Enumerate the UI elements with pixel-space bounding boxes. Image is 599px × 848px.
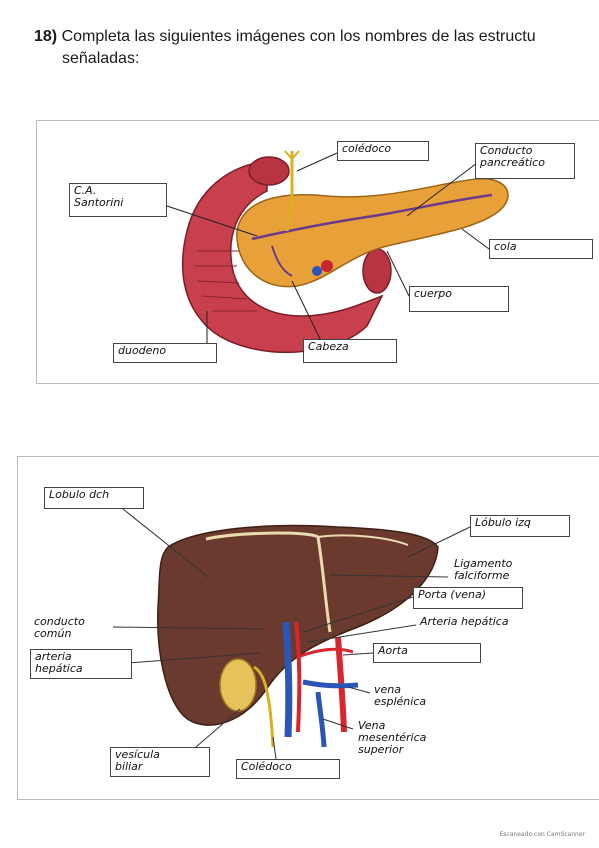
liver-illustration [112,508,471,760]
pancreas-illustration [166,150,509,353]
label-vena-esplenica[interactable]: vena esplénica [374,683,427,708]
label-coledoco[interactable]: colédoco [337,141,429,161]
label-duodeno[interactable]: duodeno [113,343,217,363]
label-ligamento-falciforme[interactable]: Ligamento falciforme [454,557,513,582]
pancreas-pointer-lines [166,152,490,344]
label-cabeza[interactable]: Cabeza [303,339,397,363]
label-cuerpo[interactable]: cuerpo [409,286,509,312]
common-bile-duct [253,665,275,748]
mesenteric-vein [315,691,327,748]
portal-vein [282,621,293,738]
falciform-ligament [205,531,332,633]
label-lobulo-dcho[interactable]: Lobulo dch [44,487,144,509]
label-conducto-comun[interactable]: conducto común [34,615,85,640]
question-text-line2: señaladas: [62,50,140,67]
splenic-vein [302,679,359,689]
label-vena-mesenterica[interactable]: Vena mesentérica superior [358,719,427,756]
label-conducto-pancreatico[interactable]: Conducto pancreático [475,143,575,179]
duodenum-folds [195,250,257,312]
bile-duct [285,151,294,232]
label-arteria-hepatica-right[interactable]: Arteria hepática [420,615,509,628]
question-number: 18) [34,28,58,45]
question-text-line1: Completa las siguientes imágenes con los… [61,28,536,45]
label-porta[interactable]: Porta (vena) [413,587,523,609]
liver-pointer-lines [112,508,471,760]
pancreatic-duct [251,193,493,241]
vessel-red [321,260,333,272]
vessel-blue [312,266,322,276]
label-arteria-hepatica-left[interactable]: arteria hepática [30,649,132,679]
intestine-end [362,248,392,294]
label-lobulo-izq[interactable]: Lóbulo izq [470,515,570,537]
pancreas-shape [236,178,509,288]
hepatic-artery [294,621,302,733]
label-cola[interactable]: cola [489,239,593,259]
question-title: 18) Completa las siguientes imágenes con… [34,26,599,70]
pancreas-figure-panel: colédoco Conducto pancreático C.A. Santo… [36,120,599,384]
label-coledoco-liver[interactable]: Colédoco [236,759,340,779]
gallbladder-shape [219,658,257,712]
scanner-watermark: Escaneado con CamScanner [499,831,585,838]
label-aorta[interactable]: Aorta [373,643,481,663]
liver-figure-panel: Lobulo dch Lóbulo izq Ligamento falcifor… [17,456,599,800]
label-ca-santorini[interactable]: C.A. Santorini [69,183,167,217]
label-vesicula-biliar[interactable]: vesícula biliar [110,747,210,777]
